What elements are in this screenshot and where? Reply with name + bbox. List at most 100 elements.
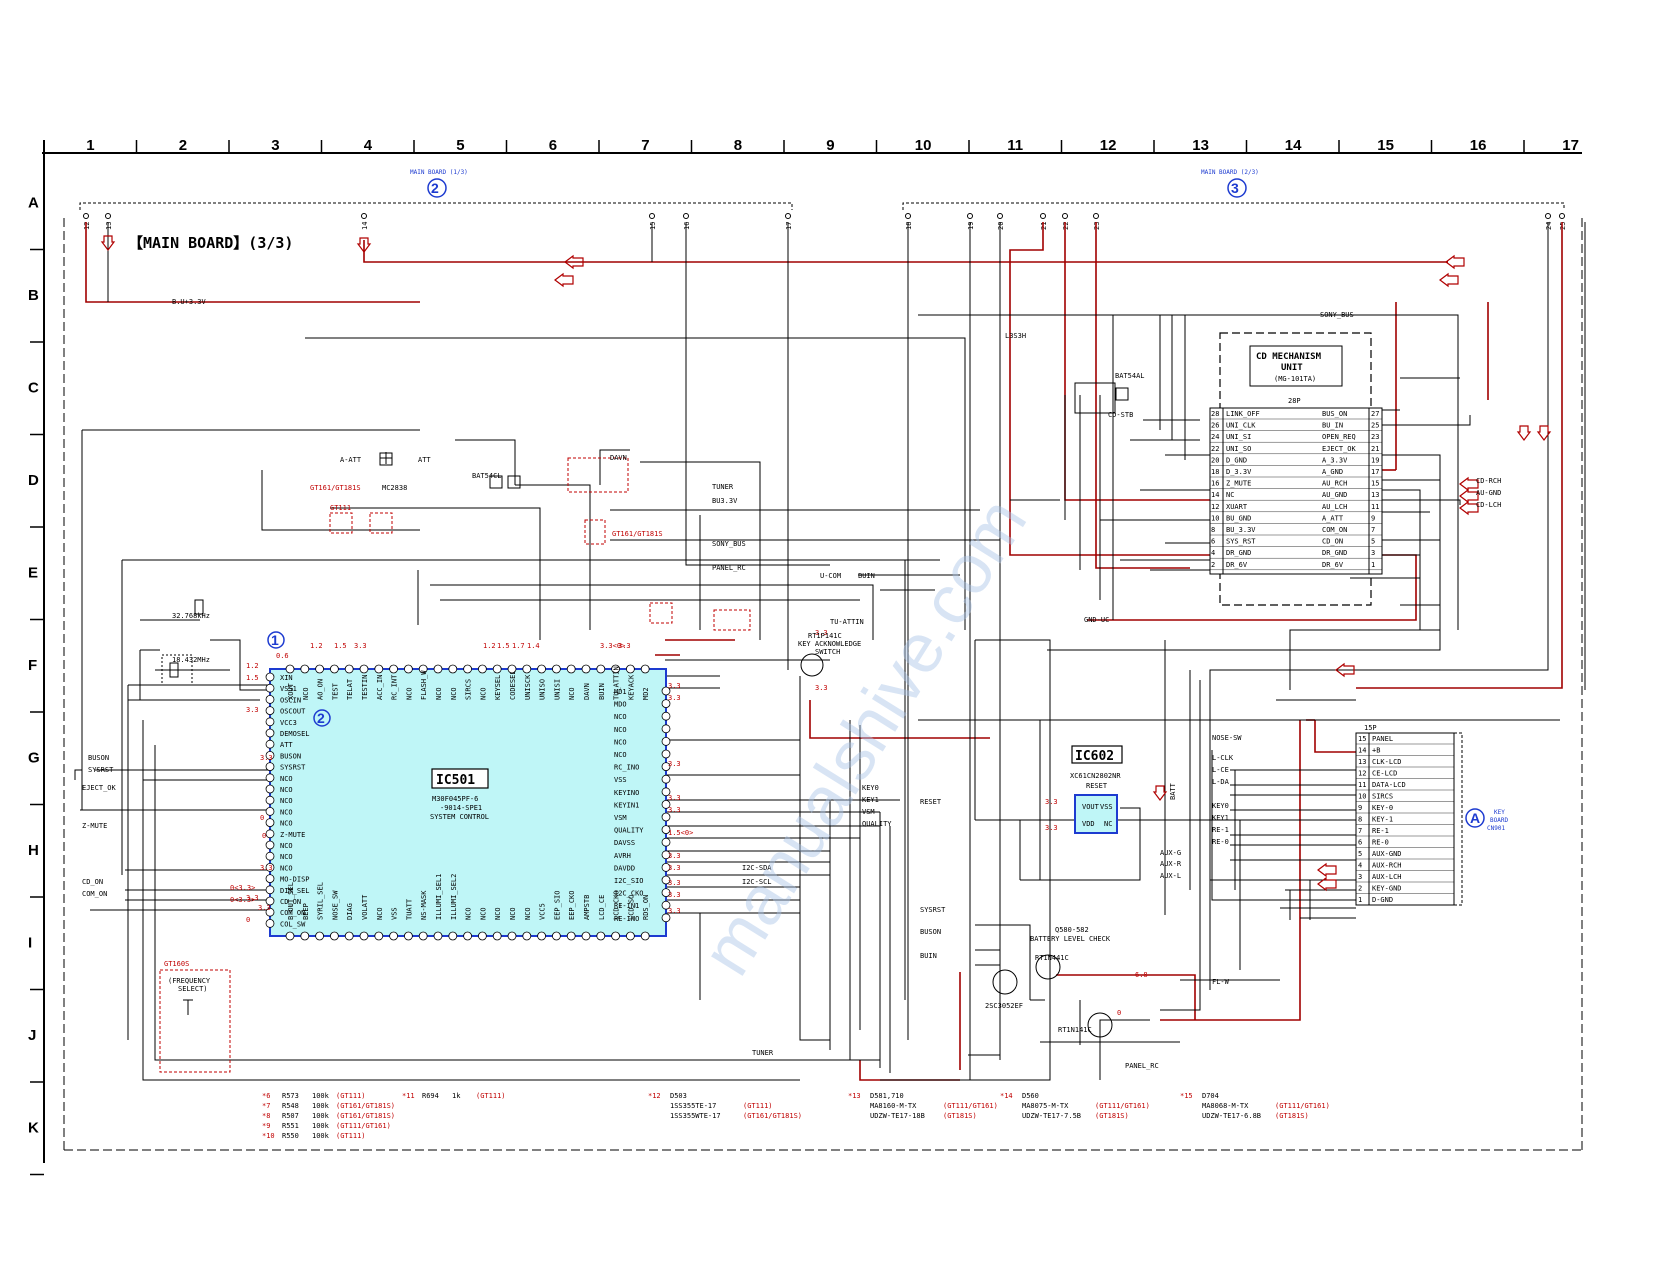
ic501-pin-marker <box>403 931 413 941</box>
q582: RT1N141C <box>1058 1026 1092 1034</box>
net-label: BATT <box>1169 782 1177 800</box>
ic501-pin-marker <box>265 695 275 704</box>
conn-pin-14: 14 <box>361 222 369 230</box>
ic501-left-pin: DEMOSEL <box>280 730 310 738</box>
cd-pin-label: DR_6V <box>1322 561 1344 569</box>
ic501-top-pin: TELAT <box>346 678 354 700</box>
board-outline <box>63 218 1583 1151</box>
pin-marker <box>105 213 111 219</box>
footnote-variant: (GT181S) <box>943 1112 977 1120</box>
ic501-pin-marker <box>433 664 443 674</box>
ic501-pin-marker <box>265 818 275 827</box>
footnote-variant: (GT161/GT181S) <box>336 1102 395 1110</box>
net-label: CD-LCH <box>1476 501 1501 509</box>
ic501-pin-marker <box>265 762 275 771</box>
pin-marker <box>649 213 655 219</box>
ic501-pin-marker <box>463 931 473 941</box>
footnote-ref: D581,710 <box>870 1092 904 1100</box>
voltage-value: 1.7 <box>512 642 525 650</box>
cd-pin-num: 11 <box>1371 503 1379 511</box>
panel-pin-num: 14 <box>1358 747 1366 755</box>
ic501-pin-marker <box>448 664 458 674</box>
pin-marker <box>967 213 973 219</box>
net-label: ATT <box>418 456 431 464</box>
ic501-right-pin: MDO <box>614 701 627 709</box>
panel-pin-label: PANEL <box>1372 735 1393 743</box>
ic501-bottom-pin: NCO <box>494 907 502 920</box>
ic501-left-pin: NCO <box>280 786 293 794</box>
conn-pin-13: 13 <box>105 222 113 230</box>
ic501-right-pin: I2C_CKO <box>614 890 644 898</box>
cd-pin-num: 25 <box>1371 422 1379 430</box>
ack-transistor: RT1P141C <box>808 632 842 640</box>
ic501-pin-marker <box>566 664 576 674</box>
footnote-mark: *13 <box>848 1092 861 1100</box>
cd-pin-num: 19 <box>1371 456 1379 464</box>
ic501-right-pin: RC_INO <box>614 764 639 772</box>
panel-pin-label: D-GND <box>1372 896 1393 904</box>
voltage-value: 3.3 <box>1045 824 1058 832</box>
net-label: COM_ON <box>82 890 107 898</box>
key-board-label2: BOARD <box>1490 817 1508 824</box>
footnote-variant: (GT111/GT161) <box>336 1122 391 1130</box>
panel-pin-label: CLK-LCD <box>1372 758 1402 766</box>
cd-pin-num: 5 <box>1371 538 1375 546</box>
ic501-bottom-pin: NCO <box>465 907 473 920</box>
cd-pin-num: 9 <box>1371 514 1375 522</box>
ic602-part: XC61CN2802NR <box>1070 772 1121 780</box>
ic501-left-pin: OSCOUT <box>280 708 306 716</box>
ic501-top-pin: NCO <box>568 687 576 700</box>
q580: 2SC3052EF <box>985 1002 1023 1010</box>
panel-pin-num: 13 <box>1358 758 1366 766</box>
conn-pin-18: 18 <box>905 222 913 230</box>
ic501-pin-marker <box>265 795 275 805</box>
net-label: I2C-SDA <box>742 864 772 872</box>
ic501-right-pin: NCO <box>614 751 627 759</box>
ic501-pin-marker <box>265 672 275 682</box>
col-label-1: 1 <box>86 137 94 154</box>
q581: RT1N441C <box>1035 954 1069 962</box>
net-label: B.U+3.3V <box>172 298 207 306</box>
cd-pin-label: SYS_RST <box>1226 538 1256 546</box>
panel-pin-label: RE-1 <box>1372 827 1389 835</box>
ic501-right-pin: VSS <box>614 776 627 784</box>
voltage-value: 6.8 <box>1135 971 1148 979</box>
ic501-right-pin: I2C_SIO <box>614 877 644 885</box>
voltage-value: 3.3 <box>668 852 681 860</box>
cd-pin-label: DR_6V <box>1226 561 1248 569</box>
ic501-bottom-pin: NCO <box>509 907 517 920</box>
net-label: KEY1 <box>1212 814 1229 822</box>
ic501-bottom-pin: NS-MASK <box>420 890 428 920</box>
key-board-label: KEY <box>1494 809 1505 816</box>
voltage-value: 0 <box>1117 1009 1121 1017</box>
ic501-pin-marker <box>661 699 671 708</box>
ic602-pin-vss: VSS <box>1100 803 1113 811</box>
net-label: L-CE <box>1212 766 1229 774</box>
ic501-bottom-pin: TUATT <box>405 898 413 920</box>
ic501-bottom-pin: DIAG <box>346 903 354 920</box>
row-label-C: C <box>28 379 39 396</box>
ic501-left-pin: CD_ON <box>280 898 301 906</box>
cd-pin-label: NC <box>1226 491 1234 499</box>
footnote-mark: *7 <box>262 1102 270 1110</box>
ic501-top-pin: TEST <box>331 682 339 700</box>
col-label-5: 5 <box>456 137 464 154</box>
voltage-value: 3.3 <box>668 907 681 915</box>
col-label-13: 13 <box>1192 137 1209 154</box>
ic501-pin-marker <box>265 907 275 917</box>
ic501-top-pin: FLASH_W <box>420 670 428 700</box>
voltage-value: 1.5 <box>497 642 510 650</box>
net-label: EJECT_OK <box>82 784 117 792</box>
ic501-left-pin: MO-DISP <box>280 876 310 884</box>
freq-tag: GT160S <box>164 960 189 968</box>
ic501-pin-marker <box>661 711 671 721</box>
cd-pin-label: AU_LCH <box>1322 503 1347 511</box>
net-label: KEY0 <box>1212 802 1229 810</box>
voltage-value: 1.4 <box>527 642 540 650</box>
ic501-pin-marker <box>265 874 275 883</box>
voltage-value: 3.3 <box>668 794 681 802</box>
ic501-pin-marker <box>265 739 275 749</box>
ic501-bottom-pin: B-OUT_SEL <box>287 882 295 920</box>
